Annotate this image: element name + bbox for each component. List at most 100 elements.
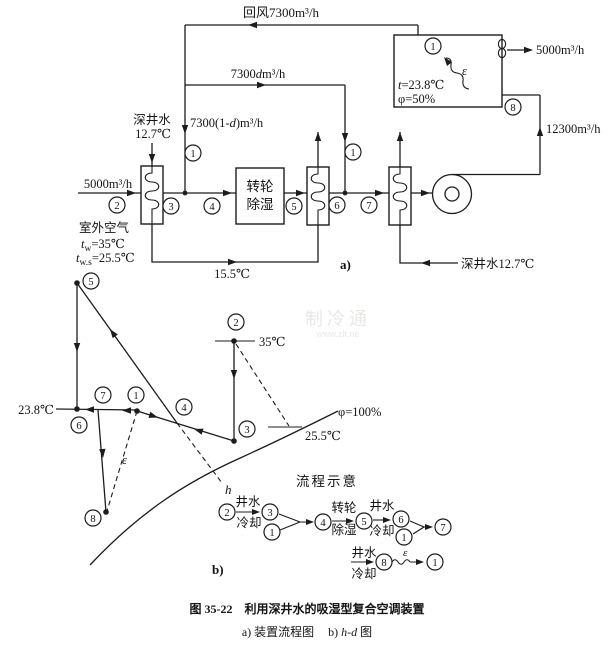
chart-node-7: 7	[94, 386, 112, 404]
svg-text:3: 3	[168, 202, 173, 213]
svg-text:5: 5	[291, 202, 296, 213]
schematic-wellcool-3b: 冷却	[351, 567, 376, 581]
schematic-wellcool-1b: 冷却	[236, 516, 261, 530]
svg-text:www.zlt.ne: www.zlt.ne	[315, 329, 359, 339]
hd-chart: 23.8℃ 35℃ 25.5℃ φ=100% ε h b) 5 2 6 7 1 …	[18, 272, 381, 577]
state-node-3: 3	[162, 197, 180, 215]
svg-text:3: 3	[267, 508, 272, 519]
tws-label: tw.s=25.5℃	[76, 251, 135, 268]
svg-text:1: 1	[430, 42, 435, 53]
svg-text:1: 1	[432, 558, 437, 569]
chart-node-8: 8	[84, 509, 102, 527]
svg-text:5: 5	[88, 277, 93, 288]
flow-diagram: 转轮 除湿 t=23.8℃ φ=50% ε	[76, 5, 601, 281]
state-node-1-branch: 1	[184, 144, 202, 162]
svg-text:8: 8	[510, 103, 515, 114]
svg-text:制冷通: 制冷通	[305, 309, 371, 329]
svg-text:4: 4	[320, 518, 326, 529]
chart-room-temp-label: 23.8℃	[18, 403, 54, 417]
svg-text:1: 1	[350, 148, 355, 159]
chart-node-1: 1	[127, 386, 145, 404]
room-epsilon-label: ε	[462, 64, 467, 78]
schematic-node-1c: 1	[426, 553, 444, 571]
exhaust-louver-icon	[497, 38, 507, 59]
chart-epsilon-label: ε	[122, 453, 127, 467]
schematic-wellcool-2b: 冷却	[369, 524, 394, 538]
svg-text:1: 1	[190, 149, 195, 160]
watermark: 制冷通 www.zlt.ne	[305, 309, 371, 339]
saturation-curve	[89, 410, 339, 566]
after-coil-temp-label: 15.5℃	[214, 267, 250, 281]
chart-node-6: 6	[70, 416, 88, 434]
well-water-label-1: 深井水	[133, 113, 171, 127]
state-node-4: 4	[203, 197, 221, 215]
sublabel-a: a)	[340, 257, 351, 272]
chart-node-2: 2	[227, 313, 245, 331]
room-temp-label: t=23.8℃	[398, 78, 444, 92]
return-air-label: 回风7300m³/h	[243, 5, 320, 20]
schematic-node-7: 7	[434, 518, 452, 536]
supply-flow-label: 12300m³/h	[546, 122, 601, 136]
svg-text:8: 8	[90, 514, 95, 525]
svg-text:5: 5	[361, 517, 366, 528]
schematic-epsilon: ε	[403, 547, 408, 559]
heat-exchanger-supply	[388, 166, 412, 226]
svg-text:6: 6	[334, 201, 339, 212]
chart-saturation-label: φ=100%	[338, 405, 381, 419]
svg-text:4: 4	[209, 202, 215, 213]
schematic-node-8: 8	[375, 553, 393, 571]
state-node-1-room: 1	[424, 37, 442, 55]
schematic-node-4: 4	[314, 513, 332, 531]
wheel-label-1: 转轮	[247, 179, 274, 194]
chart-h-axis-label: h	[225, 482, 232, 497]
schematic-wellcool-1a: 井水	[235, 495, 261, 509]
schematic-wheel-1: 转轮	[331, 500, 356, 515]
state-node-6: 6	[328, 196, 346, 214]
flow-arrows	[127, 21, 544, 267]
heat-exchanger-outdoor	[140, 165, 164, 225]
state-node-1-branch2: 1	[344, 143, 362, 161]
sublabel-b: b)	[212, 562, 224, 577]
outdoor-air-label: 室外空气	[79, 220, 130, 235]
schematic-wellcool-2a: 井水	[369, 499, 395, 513]
process-schematic: 流程示意 井水 冷却 转轮 除湿 井水 冷却 井水 冷却 ε	[218, 473, 452, 581]
schematic-wellcool-3a: 井水	[351, 546, 377, 560]
svg-text:7: 7	[366, 201, 371, 212]
heat-exchanger-after-wheel	[306, 166, 330, 226]
svg-text:1: 1	[401, 533, 406, 544]
svg-text:2: 2	[114, 201, 119, 212]
svg-text:8: 8	[381, 558, 386, 569]
svg-text:4: 4	[181, 403, 187, 414]
state-node-7: 7	[360, 196, 378, 214]
svg-text:1: 1	[269, 528, 274, 539]
chart-lines	[55, 280, 339, 566]
svg-text:6: 6	[76, 421, 81, 432]
schematic-wheel-2: 除湿	[331, 522, 356, 537]
svg-text:2: 2	[224, 508, 229, 519]
branch-1d-label: 7300(1-d)m³/h	[190, 116, 264, 130]
outdoor-flow-label: 5000m³/h	[84, 177, 133, 191]
state-node-8: 8	[504, 98, 522, 116]
svg-text:7: 7	[440, 523, 445, 534]
chart-wetbulb-label: 25.5℃	[305, 429, 341, 443]
branch-d-label: 7300dm³/h	[231, 67, 286, 81]
svg-text:6: 6	[398, 515, 403, 526]
state-node-2: 2	[108, 196, 126, 214]
svg-text:3: 3	[244, 425, 249, 436]
state-node-5: 5	[285, 197, 303, 215]
schematic-node-5: 5	[355, 512, 373, 530]
chart-node-3: 3	[238, 420, 256, 438]
schematic-arrows	[252, 509, 433, 565]
well-water-label-2: 12.7℃	[135, 127, 171, 141]
schematic-node-3: 3	[261, 503, 279, 521]
svg-text:7: 7	[100, 391, 105, 402]
room-rh-label: φ=50%	[398, 92, 435, 106]
well-water-right-label: 深井水12.7℃	[461, 257, 534, 271]
wheel-label-2: 除湿	[247, 197, 274, 212]
schematic-node-6: 6	[392, 510, 410, 528]
